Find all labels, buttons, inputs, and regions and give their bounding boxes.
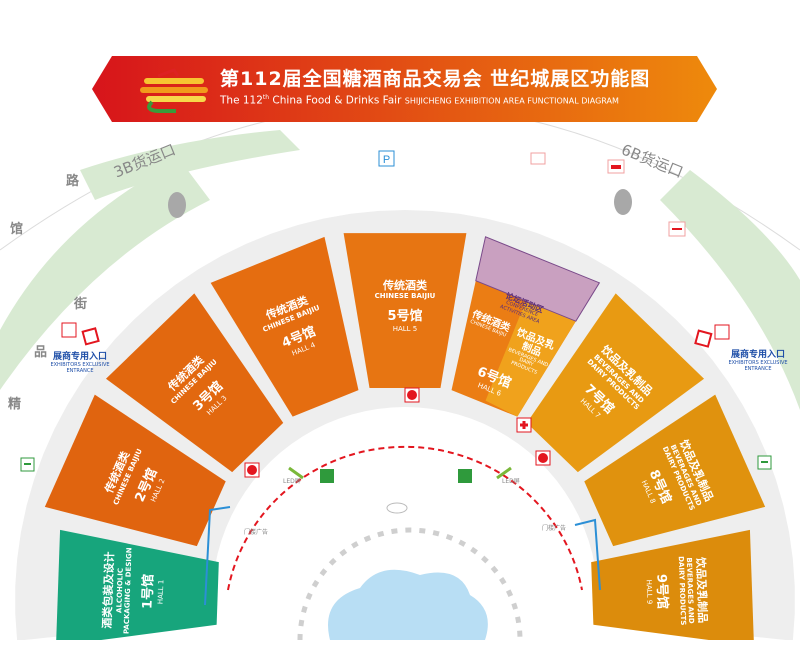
hall-category: 传统酒类 bbox=[383, 278, 427, 292]
led-screen-icon bbox=[288, 466, 512, 480]
hall-8[interactable] bbox=[584, 394, 766, 547]
hall-number-en: HALL 5 bbox=[392, 325, 418, 334]
entrance-label-en: EXHIBITORS EXCLUSIVE bbox=[50, 362, 110, 368]
roundabout-right bbox=[614, 189, 632, 215]
hall-4[interactable] bbox=[210, 236, 359, 417]
hall-number-en: HALL 9 bbox=[644, 579, 654, 604]
lake bbox=[328, 569, 488, 640]
fence-line bbox=[204, 506, 601, 606]
entrance-label-en: EXHIBITORS EXCLUSIVE bbox=[728, 360, 788, 366]
street-char: 街 bbox=[74, 297, 88, 312]
hall-number: 5号馆 bbox=[387, 309, 423, 325]
exhibitor-entrance-left[interactable]: 展商专用入口 EXHIBITORS EXCLUSIVE ENTRANCE bbox=[40, 349, 120, 374]
hall-3[interactable] bbox=[105, 293, 284, 473]
hall-number: 1号馆 bbox=[140, 573, 157, 609]
emergency-exit-icon bbox=[320, 469, 472, 483]
barrier-icon bbox=[668, 221, 686, 237]
hall-7[interactable] bbox=[526, 293, 705, 473]
entrance-label: 展商专用入口 bbox=[52, 352, 107, 362]
hall-9[interactable] bbox=[591, 529, 754, 640]
truck-icon bbox=[530, 152, 625, 174]
hall-number-en: HALL 1 bbox=[156, 579, 166, 604]
hall-category-en: BEVERAGES AND DAIRY PRODUCTS bbox=[676, 555, 696, 626]
hall-category: 饮品及乳制品 bbox=[693, 556, 709, 623]
street-char: 品 bbox=[34, 345, 48, 360]
hall-6-beverage-zone[interactable] bbox=[485, 296, 576, 417]
info-icon[interactable] bbox=[404, 387, 420, 403]
hall-category-en: ALCOHOLIC PACKAGING & DESIGN bbox=[115, 546, 134, 634]
fair-logo bbox=[140, 68, 208, 113]
entrance-label-en: ENTRANCE bbox=[744, 366, 772, 372]
led-label: LED屏 bbox=[502, 478, 520, 485]
parking-icon[interactable]: P bbox=[378, 150, 395, 167]
conference-area[interactable] bbox=[475, 236, 601, 322]
banner-shape bbox=[92, 56, 717, 122]
exit-icon[interactable] bbox=[757, 455, 772, 470]
street-char: 精 bbox=[8, 397, 22, 412]
svg-text:P: P bbox=[383, 154, 390, 166]
green-band-top-left bbox=[80, 130, 300, 200]
hall-5[interactable] bbox=[343, 233, 467, 388]
green-band-left bbox=[0, 160, 210, 390]
ad-label: 门楼广告 bbox=[244, 529, 269, 536]
evacuation-route bbox=[227, 445, 583, 591]
hall-2[interactable] bbox=[44, 394, 226, 547]
page-title: 第112届全国糖酒商品交易会 世纪城展区功能图 bbox=[220, 68, 651, 90]
page-subtitle: The 112th China Food & Drinks Fair SHIJI… bbox=[220, 94, 619, 107]
green-band-right bbox=[660, 170, 800, 410]
info-icon[interactable] bbox=[535, 450, 551, 466]
hall-1[interactable] bbox=[56, 529, 219, 640]
exit-icon[interactable] bbox=[20, 457, 35, 472]
title-banner: 第112届全国糖酒商品交易会 世纪城展区功能图 The 112th China … bbox=[92, 56, 717, 122]
led-label: LED屏 bbox=[283, 478, 301, 485]
entrance-icon[interactable] bbox=[61, 322, 730, 348]
roundabout-left bbox=[168, 192, 186, 218]
hall-number: 9号馆 bbox=[653, 573, 670, 609]
entrance-label: 展商专用入口 bbox=[730, 350, 785, 360]
fountain bbox=[386, 502, 408, 514]
road-char: 路 bbox=[66, 174, 80, 189]
entrance-label-en: ENTRANCE bbox=[66, 368, 94, 374]
ad-label: 门楼广告 bbox=[542, 525, 567, 532]
plaza-path bbox=[297, 527, 523, 640]
halls-layer bbox=[44, 233, 766, 640]
road-char: 馆 bbox=[10, 222, 24, 237]
info-icon[interactable] bbox=[244, 462, 260, 478]
hall-category-en: CHINESE BAIJIU bbox=[374, 292, 436, 301]
first-aid-icon[interactable] bbox=[516, 417, 532, 433]
exhibitor-entrance-right[interactable]: 展商专用入口 EXHIBITORS EXCLUSIVE ENTRANCE bbox=[718, 347, 798, 372]
